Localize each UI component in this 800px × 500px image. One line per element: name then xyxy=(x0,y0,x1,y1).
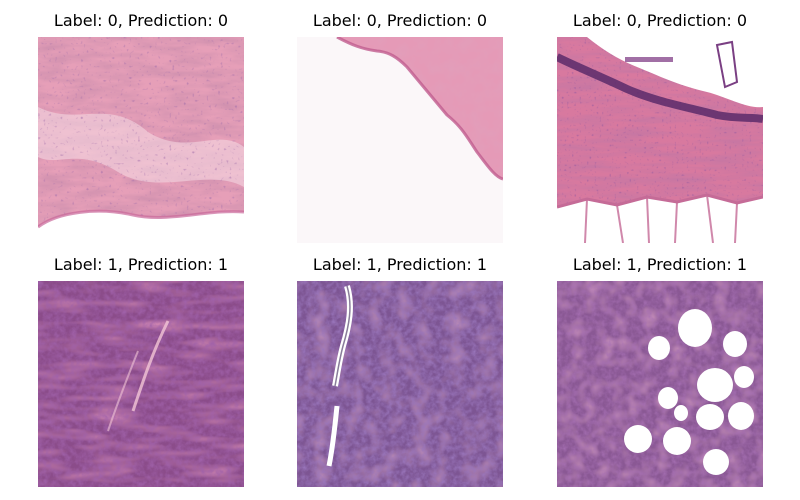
panel-title: Label: 0, Prediction: 0 xyxy=(312,11,488,30)
tissue-image-1 xyxy=(38,37,244,243)
tissue-image-2 xyxy=(297,37,503,243)
panel-title: Label: 0, Prediction: 0 xyxy=(572,11,748,30)
panel-title: Label: 1, Prediction: 1 xyxy=(572,255,748,274)
panel-title: Label: 0, Prediction: 0 xyxy=(53,11,229,30)
tissue-image-5 xyxy=(297,281,503,487)
tissue-image-4 xyxy=(38,281,244,487)
panel-title: Label: 1, Prediction: 1 xyxy=(312,255,488,274)
tissue-image-3 xyxy=(557,37,763,243)
tissue-image-6 xyxy=(557,281,763,487)
panel-title: Label: 1, Prediction: 1 xyxy=(53,255,229,274)
